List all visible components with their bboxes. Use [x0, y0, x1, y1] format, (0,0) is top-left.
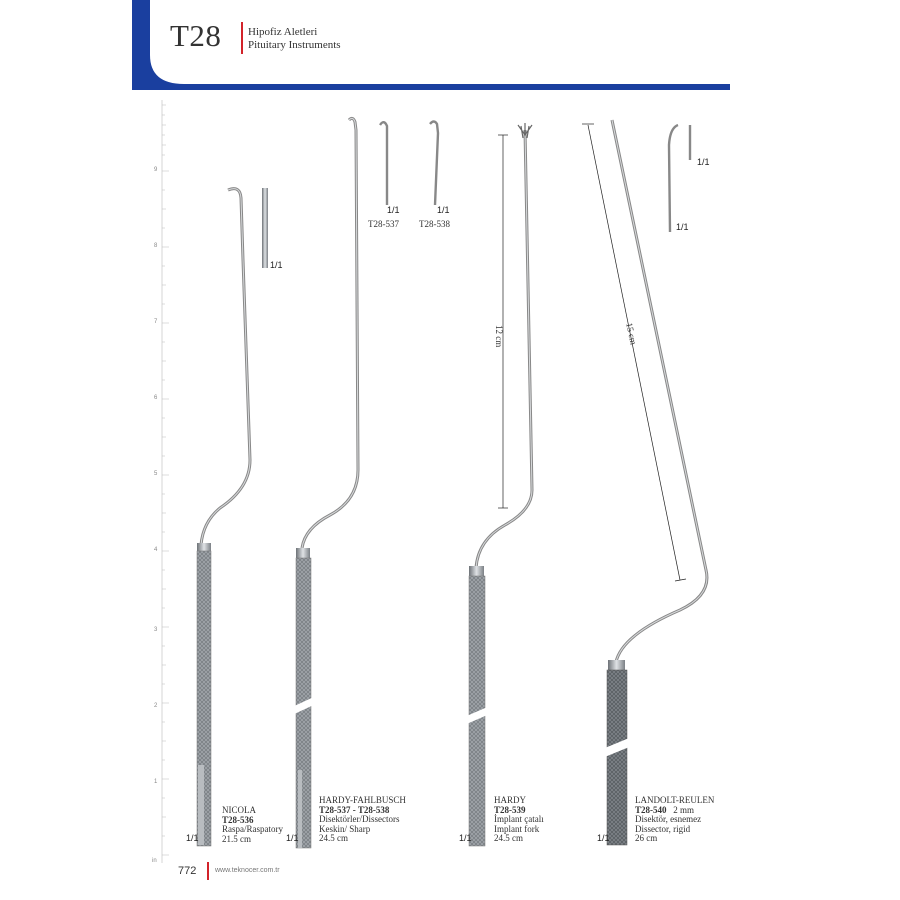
instrument-code: T28-540 2 mm — [635, 804, 695, 815]
instrument-code: T28-536 — [222, 814, 254, 825]
instrument-name: HARDY-FAHLBUSCH — [319, 795, 406, 805]
ruler-number: 8 — [154, 243, 158, 249]
ruler-number: 9 — [154, 167, 158, 173]
ruler-number: 2 — [154, 703, 158, 709]
ruler-number: 3 — [154, 627, 158, 633]
hardy-fahlbusch-dissector-drawing — [290, 116, 440, 849]
caption-hardy: HARDY T28-539 İmplant çatalı Implant for… — [494, 795, 544, 844]
instrument-length: 24.5 cm — [494, 833, 523, 843]
instrument-desc: Dissector, rigid — [635, 823, 691, 834]
ruler-unit: in — [152, 858, 157, 864]
detail-scale: 1/1 — [676, 222, 689, 232]
detail-scale: 1/1 — [387, 205, 400, 215]
scale-marker: 1/1 — [186, 833, 199, 843]
instrument-desc: Raspa/Raspatory — [222, 824, 283, 834]
ruler-number: 5 — [154, 471, 158, 477]
ruler-number: 6 — [154, 395, 158, 401]
inch-ruler — [161, 100, 169, 863]
detail-scale: 1/1 — [270, 260, 283, 270]
instrument-length: 24.5 cm — [319, 833, 348, 843]
scale-marker: 1/1 — [597, 833, 610, 843]
instrument-name: HARDY — [494, 795, 527, 805]
instrument-code: T28-539 — [494, 804, 526, 815]
scale-marker: 1/1 — [459, 833, 472, 843]
ruler-number: 1 — [154, 779, 158, 785]
instrument-desc: Implant fork — [494, 823, 540, 834]
instrument-name: NICOLA — [222, 805, 256, 815]
instrument-length: 21.5 cm — [222, 833, 251, 844]
nicola-raspatory-drawing — [196, 187, 268, 847]
section-title-tr: Hipofiz Aletleri — [248, 26, 318, 38]
scale-marker: 1/1 — [286, 833, 299, 843]
website-link[interactable]: www.teknocer.com.tr — [215, 867, 280, 874]
footer-separator — [207, 862, 209, 880]
instrument-desc: Keskin/ Sharp — [319, 823, 371, 834]
caption-nicola: NICOLA T28-536 Raspa/Raspatory 21.5 cm — [222, 805, 283, 844]
header-separator — [241, 22, 243, 54]
instrument-code: T28-537 - T28-538 — [319, 804, 390, 815]
ruler-number: 4 — [154, 547, 158, 553]
caption-hardy-fahlbusch: HARDY-FAHLBUSCH T28-537 - T28-538 Disekt… — [319, 795, 406, 844]
ruler-number: 7 — [154, 319, 158, 325]
hardy-implant-fork-drawing — [462, 123, 534, 847]
instrument-desc: Disektör, esnemez — [635, 814, 702, 824]
instrument-length: 26 cm — [635, 833, 658, 843]
instrument-name: LANDOLT-REULEN — [635, 795, 715, 805]
section-code: T28 — [170, 18, 222, 53]
detail-scale: 1/1 — [437, 205, 450, 215]
instrument-desc: İmplant çatalı — [494, 814, 544, 824]
detail-code: T28-537 — [368, 219, 399, 229]
landolt-reulen-dissector-drawing — [582, 119, 709, 846]
caption-landolt-reulen: LANDOLT-REULEN T28-540 2 mm Disektör, es… — [635, 795, 715, 844]
instrument-desc: Disektörler/Dissectors — [319, 814, 400, 824]
detail-code: T28-538 — [419, 219, 450, 229]
detail-scale: 1/1 — [697, 157, 710, 167]
measure-label: 12 cm — [494, 325, 504, 348]
section-title-en: Pituitary Instruments — [248, 39, 341, 51]
page-number: 772 — [178, 865, 197, 877]
